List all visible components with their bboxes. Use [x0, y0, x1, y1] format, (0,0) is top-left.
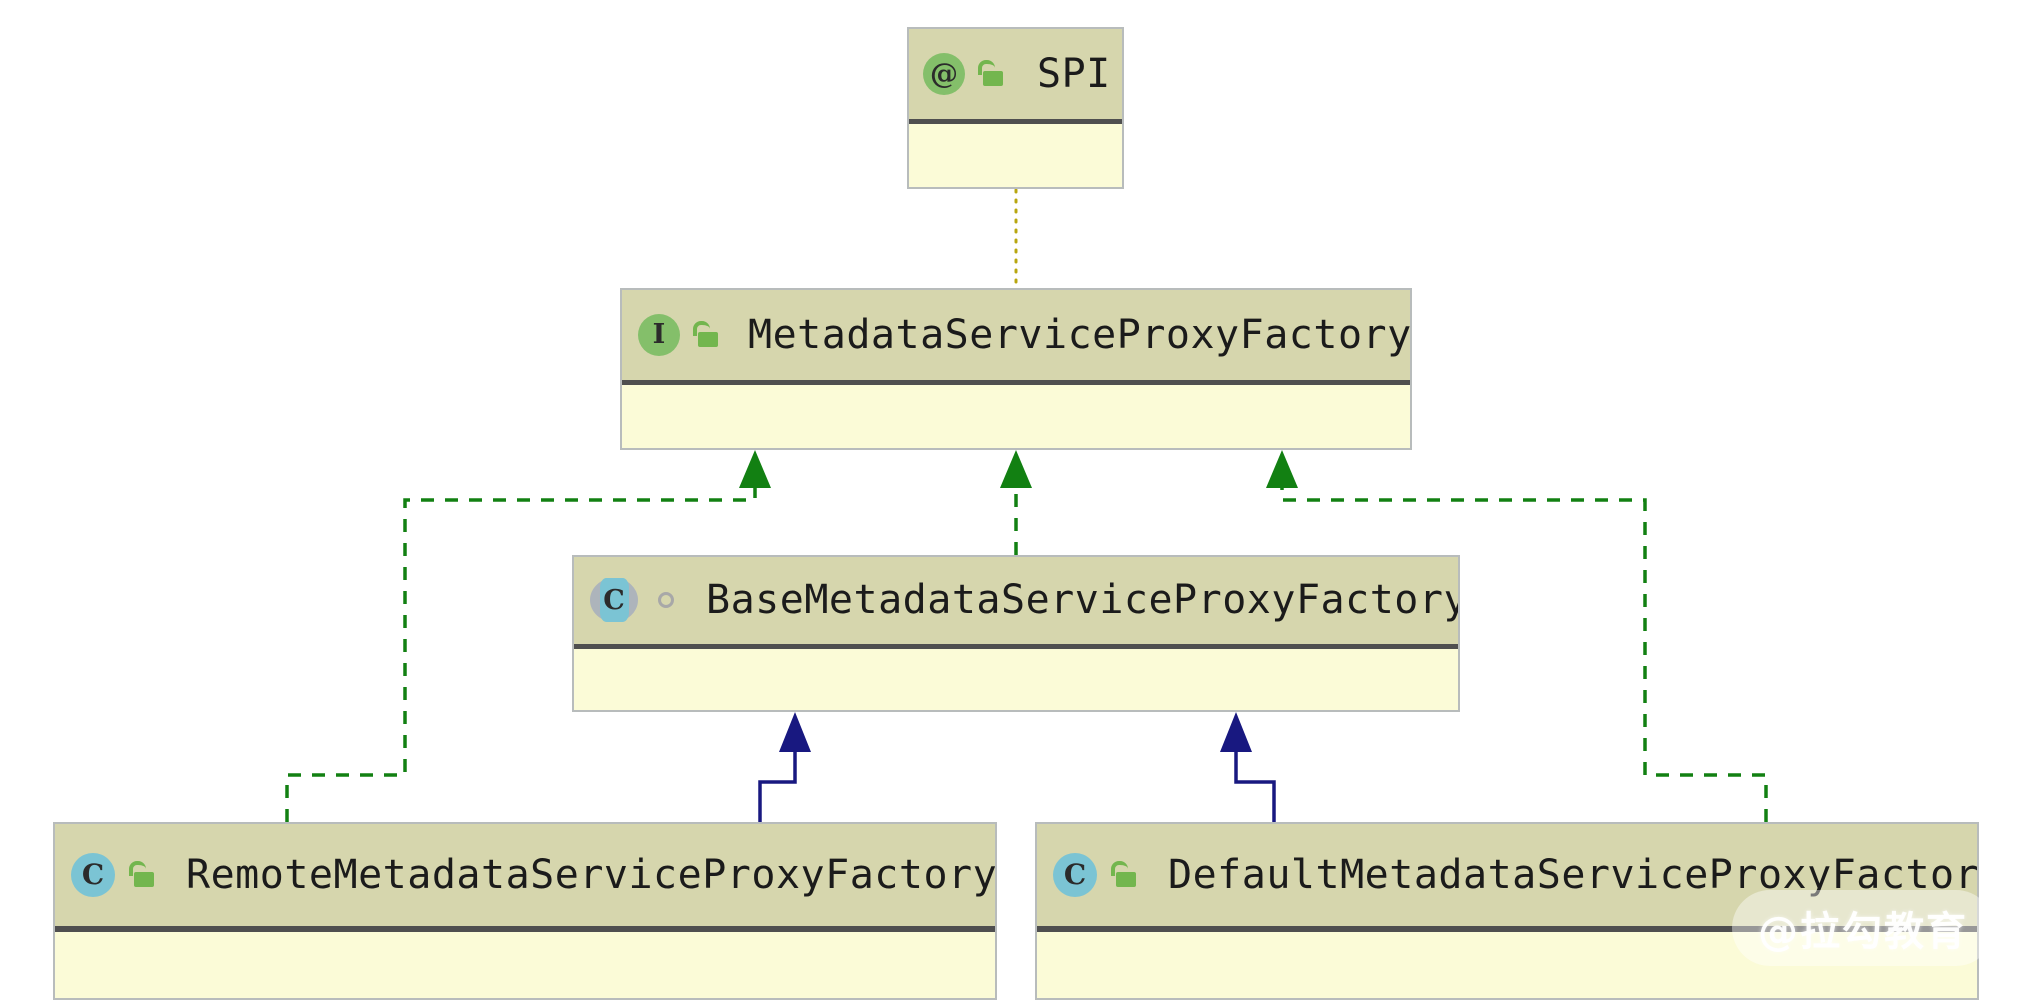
abstract-class-badge-letter: C — [599, 578, 629, 623]
edge-base-realizes-interface — [1000, 450, 1032, 555]
class-node-default-metadata-service-proxy-factory-title: DefaultMetadataServiceProxyFactory — [1168, 851, 1977, 898]
abstract-class-badge-icon: C — [590, 578, 638, 623]
open-padlock-icon — [977, 59, 1003, 88]
class-node-base-metadata-service-proxy-factory-header: C BaseMetadataServiceProxyFactory — [574, 557, 1458, 649]
open-padlock-icon — [692, 320, 718, 349]
class-node-spi-header: @ SPI — [909, 29, 1122, 124]
class-badge-icon: C — [71, 852, 115, 897]
class-node-remote-metadata-service-proxy-factory[interactable]: C RemoteMetadataServiceProxyFactory — [53, 822, 997, 1000]
class-node-metadata-service-proxy-factory[interactable]: I MetadataServiceProxyFactory — [620, 288, 1412, 450]
class-node-base-metadata-service-proxy-factory[interactable]: C BaseMetadataServiceProxyFactory — [572, 555, 1460, 712]
open-padlock-icon — [1110, 860, 1136, 889]
edge-remote-extends-base — [758, 712, 811, 822]
hollow-circle-icon — [658, 592, 674, 609]
class-node-spi-title: SPI — [1037, 50, 1111, 97]
class-node-remote-metadata-service-proxy-factory-header: C RemoteMetadataServiceProxyFactory — [55, 824, 995, 932]
class-node-default-metadata-service-proxy-factory[interactable]: C DefaultMetadataServiceProxyFactory — [1035, 822, 1979, 1000]
annotation-badge-icon: @ — [923, 52, 965, 95]
class-node-remote-metadata-service-proxy-factory-body — [55, 931, 995, 998]
class-node-base-metadata-service-proxy-factory-body — [574, 648, 1458, 710]
class-node-metadata-service-proxy-factory-header: I MetadataServiceProxyFactory — [622, 290, 1410, 385]
class-node-default-metadata-service-proxy-factory-header: C DefaultMetadataServiceProxyFactory — [1037, 824, 1977, 932]
open-padlock-icon — [128, 860, 154, 889]
class-badge-icon: C — [1053, 852, 1097, 897]
class-node-default-metadata-service-proxy-factory-body — [1037, 931, 1977, 998]
interface-badge-icon: I — [638, 313, 680, 356]
class-node-spi[interactable]: @ SPI — [907, 27, 1124, 189]
class-node-base-metadata-service-proxy-factory-title: BaseMetadataServiceProxyFactory — [706, 577, 1458, 624]
class-node-metadata-service-proxy-factory-body — [622, 384, 1410, 448]
edge-default-extends-base — [1220, 712, 1276, 822]
class-node-remote-metadata-service-proxy-factory-title: RemoteMetadataServiceProxyFactory — [186, 851, 995, 898]
class-node-spi-body — [909, 123, 1122, 187]
class-node-metadata-service-proxy-factory-title: MetadataServiceProxyFactory — [748, 311, 1410, 358]
